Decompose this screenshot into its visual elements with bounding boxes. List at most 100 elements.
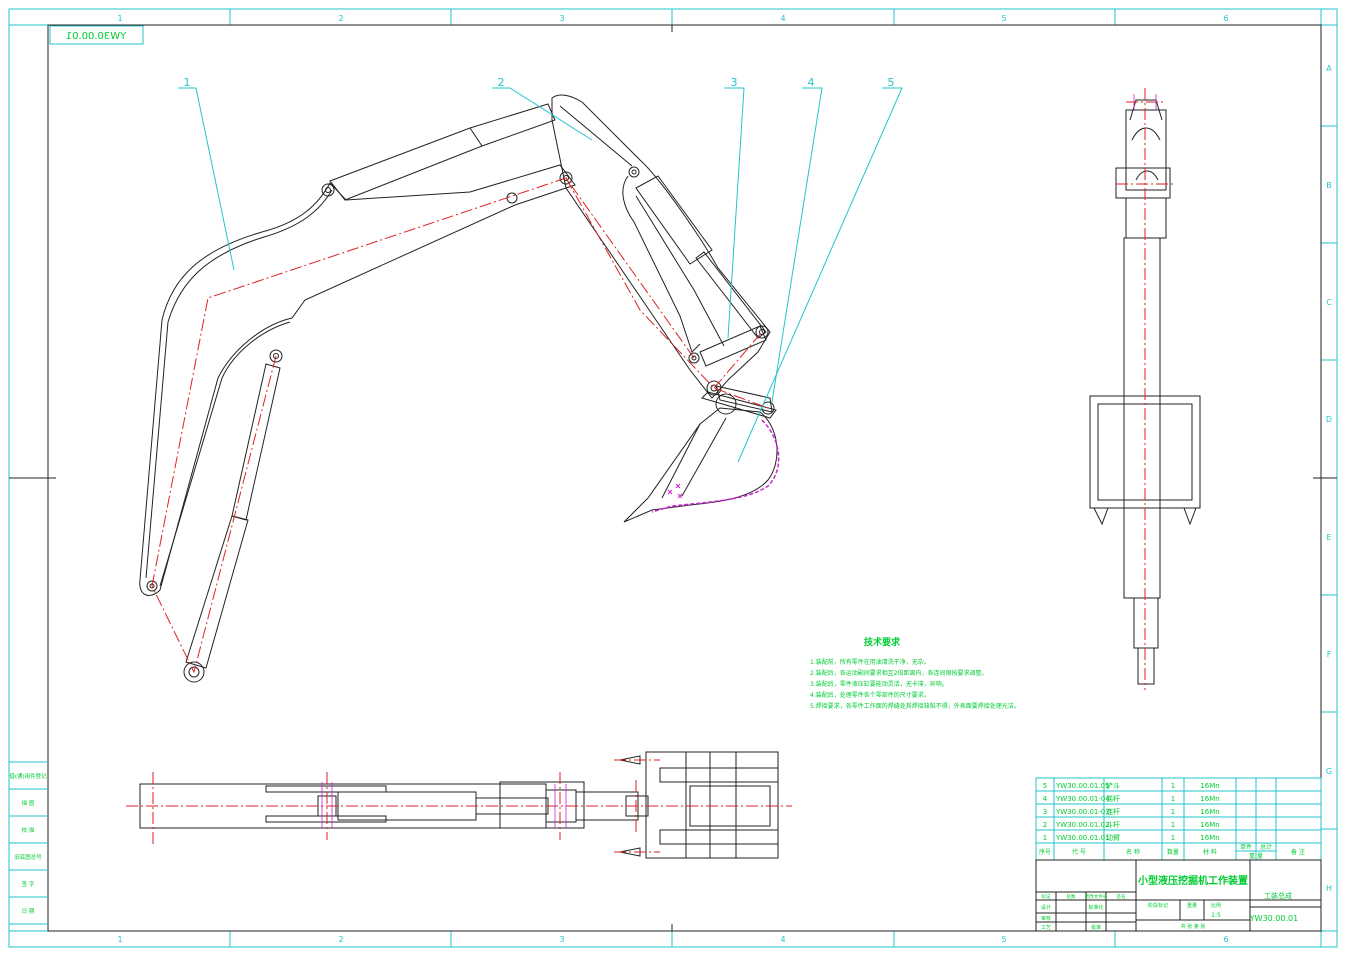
grid-col-label: 2 <box>338 935 343 944</box>
grid-col-label: 5 <box>1001 14 1006 23</box>
grid-col-label: 3 <box>559 935 564 944</box>
bom-qty: 1 <box>1171 782 1175 790</box>
side-view-excavator-arm <box>139 94 778 683</box>
check-label: 审核 <box>1041 915 1051 922</box>
grid-col-label: 2 <box>338 14 343 23</box>
grid-row-label: G <box>1326 767 1332 776</box>
count-label: 处数 <box>1067 893 1076 900</box>
grid-col-labels-bottom: 1 2 3 4 5 6 <box>117 935 1228 944</box>
grid-row-label: F <box>1327 650 1332 659</box>
scale-value: 1:5 <box>1211 912 1221 919</box>
bom-header-cell: 代 号 <box>1072 848 1086 856</box>
centering-marks <box>9 25 1337 931</box>
sign-label: 签名 <box>1117 893 1126 900</box>
grid-col-label: 3 <box>559 14 564 23</box>
bom-name: 铲斗 <box>1106 781 1120 790</box>
bom-name: 连杆 <box>1106 807 1120 816</box>
bom-code: YW30.00.01-04 <box>1055 795 1110 803</box>
bom-header-cell: 材 料 <box>1203 848 1217 856</box>
bom-row: 3 YW30.00.01-03 连杆 1 16Mn <box>1043 807 1220 816</box>
front-view-centerlines <box>1116 88 1176 690</box>
grid-row-label: E <box>1326 533 1331 542</box>
callout-labels: 1 2 3 4 5 <box>184 76 895 89</box>
tech-line: 4.装配后，处理零件各个零部件的尺寸要求。 <box>810 691 930 699</box>
callout-label: 5 <box>888 76 895 89</box>
bom-no: 2 <box>1043 821 1047 829</box>
grid-row-label: D <box>1326 415 1332 424</box>
approve-label: 批准 <box>1091 924 1101 931</box>
bom-rows: 5 YW30.00.01.05 铲斗 1 16Mn 4 YW30.00.01-0… <box>1039 781 1305 860</box>
side-view-centerlines <box>151 177 769 674</box>
bom-row: 5 YW30.00.01.05 铲斗 1 16Mn <box>1043 781 1220 790</box>
bom-header-cell: 数量 <box>1167 848 1179 856</box>
bom-qty: 1 <box>1171 795 1175 803</box>
zone-label: 更改文件号 <box>1085 893 1108 900</box>
grid-col-label: 6 <box>1223 14 1228 23</box>
side-strip-label: 借(通)用件登记 <box>9 772 47 780</box>
bom-header-cell: 单件 <box>1240 843 1252 851</box>
side-strip-label: 校 描 <box>22 826 35 834</box>
bom-no: 4 <box>1043 795 1048 803</box>
stage-label: 阶段标记 <box>1148 902 1168 909</box>
side-strip-label: 旧底图总号 <box>14 853 42 861</box>
bom-material: 16Mn <box>1200 821 1219 829</box>
standard-label: 标准化 <box>1088 904 1103 911</box>
bom-header-cell: 备 注 <box>1291 848 1305 856</box>
grid-row-label: A <box>1326 64 1332 73</box>
plan-view-centerlines <box>126 759 792 853</box>
bom-header-cell: 名 称 <box>1126 848 1140 856</box>
bom-material: 16Mn <box>1200 782 1219 790</box>
grid-col-label: 1 <box>117 935 122 944</box>
grid-col-label: 5 <box>1001 935 1006 944</box>
bom-qty: 1 <box>1171 808 1175 816</box>
bom-material: 16Mn <box>1200 808 1219 816</box>
bom-code: YW30.00.01-03 <box>1055 808 1110 816</box>
side-strip-labels: 借(通)用件登记 描 图 校 描 旧底图总号 签 字 日 期 <box>9 772 47 915</box>
mirrored-drawing-number: YW30.00.01 <box>66 31 128 42</box>
plan-view <box>139 751 779 859</box>
side-strip-label: 描 图 <box>22 799 35 807</box>
weight-label: 重量 <box>1187 902 1197 909</box>
scale-label: 比例 <box>1211 902 1221 909</box>
grid-col-labels-top: 1 2 3 4 5 6 <box>117 14 1228 23</box>
grid-row-label: C <box>1326 298 1332 307</box>
bom-name: 斗杆 <box>1106 820 1120 829</box>
bom-no: 1 <box>1043 834 1047 842</box>
tech-line: 1.装配前，所有零件在用油清洗干净，无杂。 <box>810 658 930 666</box>
grid-col-label: 6 <box>1223 935 1228 944</box>
mirrored-number-box: YW30.00.01 <box>49 25 144 45</box>
title-block-grid <box>1035 859 1322 932</box>
bom-material: 16Mn <box>1200 795 1219 803</box>
title-block: 小型液压挖掘机工作装置 工装总成 YW30.00.01 阶段标记 重量 比例 1… <box>1041 874 1298 931</box>
bom-header-cell: 总计 <box>1260 843 1272 851</box>
company-name: 工装总成 <box>1264 891 1292 900</box>
bom-header-cell: 序号 <box>1039 848 1051 856</box>
bom-header-cell: 重 量 <box>1249 852 1263 860</box>
side-strip-label: 签 字 <box>22 880 35 888</box>
tech-title: 技术要求 <box>864 636 901 648</box>
grid-row-label: B <box>1326 181 1332 190</box>
bom-material: 16Mn <box>1200 834 1219 842</box>
bom-no: 5 <box>1043 782 1047 790</box>
callout-leaders <box>178 87 903 463</box>
tech-line: 3.装配后，零件液压缸要能动灵活，无卡滞，异响。 <box>810 680 948 688</box>
bom-qty: 1 <box>1171 821 1175 829</box>
bom-header: 序号 代 号 名 称 数量 材 料 单件 总计 重 量 备 注 <box>1039 843 1305 860</box>
side-strip-label: 日 期 <box>22 908 35 915</box>
bom-name: 动臂 <box>1106 833 1120 842</box>
design-label: 设计 <box>1041 904 1051 911</box>
mark-label: 标记 <box>1042 893 1051 900</box>
grid-row-label: H <box>1326 884 1332 893</box>
plan-view-pins <box>321 782 567 828</box>
grid-row-labels: A B C D E F G H <box>1326 64 1332 893</box>
bom-code: YW30.00.01.02 <box>1055 821 1110 829</box>
bom-row: 1 YW30.00.01.01 动臂 1 16Mn <box>1043 833 1220 842</box>
technical-requirements: 技术要求 1.装配前，所有零件在用油清洗干净，无杂。 2.装配后，各运动副间要求… <box>810 636 1020 710</box>
side-strip <box>9 761 48 925</box>
bom-qty: 1 <box>1171 834 1175 842</box>
bom-no: 3 <box>1043 808 1047 816</box>
bom-row: 4 YW30.00.01-04 摇杆 1 16Mn <box>1043 794 1220 803</box>
drawing-title: 小型液压挖掘机工作装置 <box>1137 874 1248 887</box>
inner-border <box>47 24 1322 932</box>
